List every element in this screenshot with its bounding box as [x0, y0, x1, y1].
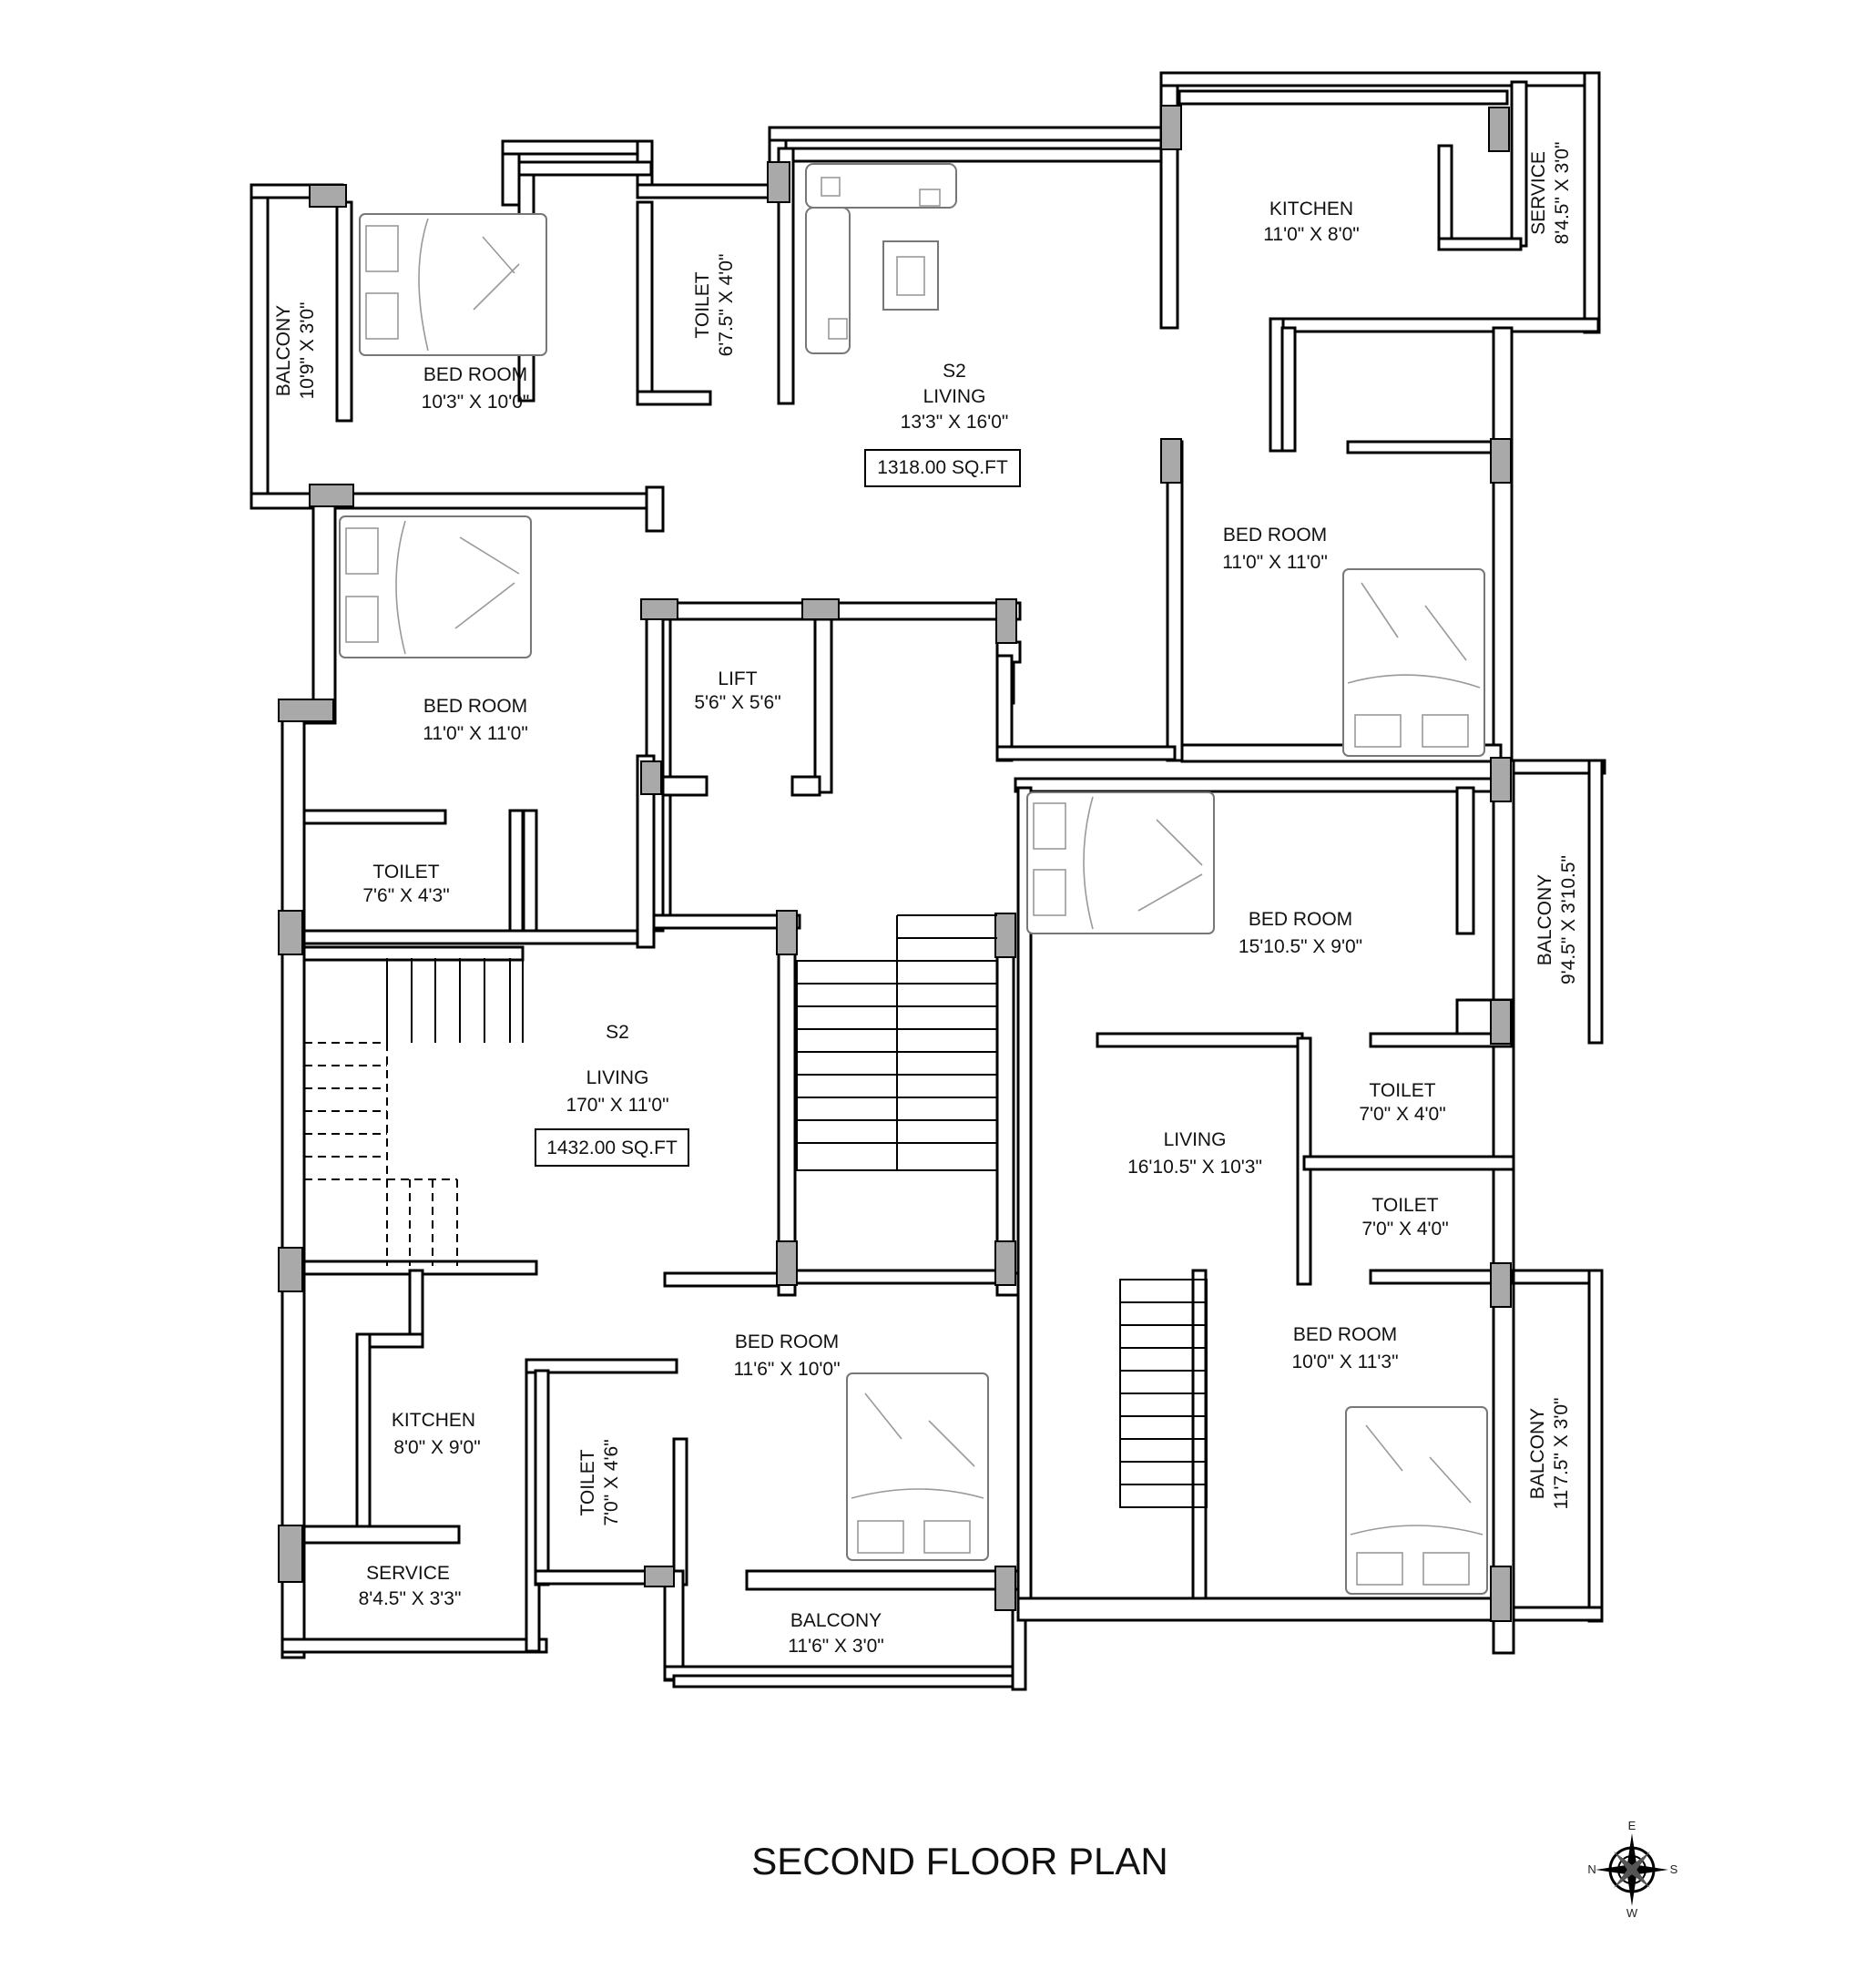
room-size: 11'0" X 11'0" [1222, 552, 1328, 573]
stairs-west [304, 958, 524, 1266]
room-name: BED ROOM [1249, 909, 1352, 930]
room-size: 11'6" X 3'0" [788, 1636, 883, 1657]
room-size: 7'6" X 4'3" [362, 885, 449, 906]
stairs-central [796, 914, 998, 1171]
area-box [535, 1128, 689, 1167]
room-size: 7'0" X 4'0" [1361, 1219, 1448, 1240]
compass-icon: N S E W [1587, 1819, 1677, 1920]
room-name: LIVING [923, 386, 986, 407]
unit-name: S2 [943, 361, 966, 382]
room-size: 10'9" X 3'0" [297, 302, 318, 400]
room-labels: BALCONY 10'9" X 3'0" BED ROOM 10'3" X 10… [273, 142, 1579, 1657]
bed-icon [1345, 1406, 1488, 1595]
area-box [864, 449, 1021, 487]
stairs-east [1119, 1279, 1208, 1508]
bed-icon [846, 1372, 989, 1561]
area-value: 1318.00 SQ.FT [877, 457, 1008, 478]
room-name: SERVICE [1528, 151, 1549, 235]
room-size: 16'10.5" X 10'3" [1127, 1157, 1262, 1178]
room-name: BALCONY [273, 305, 294, 396]
room-size: 13'3" X 16'0" [901, 412, 1009, 433]
room-name: LIFT [718, 668, 757, 689]
room-size: 7'0" X 4'6" [601, 1439, 622, 1525]
room-name: BED ROOM [423, 696, 527, 717]
room-size: 8'4.5" X 3'3" [359, 1588, 462, 1609]
sofa-icon [805, 163, 957, 354]
compass-w: W [1626, 1906, 1638, 1920]
bed-icon [339, 515, 532, 658]
room-name: BALCONY [1534, 874, 1555, 965]
room-name: LIVING [1164, 1129, 1227, 1150]
room-name: TOILET [1371, 1195, 1438, 1216]
room-name: LIVING [586, 1067, 649, 1088]
room-name: TOILET [1369, 1080, 1435, 1101]
room-size: 5'6" X 5'6" [694, 692, 780, 713]
bed-icon [359, 213, 547, 356]
room-name: BALCONY [1527, 1408, 1548, 1499]
room-name: SERVICE [366, 1563, 450, 1584]
room-name: BED ROOM [423, 364, 527, 385]
bed-icon [1342, 568, 1485, 757]
room-size: 15'10.5" X 9'0" [1239, 936, 1362, 957]
bed-icon [1026, 791, 1215, 934]
room-name: TOILET [577, 1449, 598, 1515]
area-value: 1432.00 SQ.FT [546, 1138, 678, 1158]
room-size: 9'4.5" X 3'10.5" [1558, 855, 1579, 984]
columns [278, 105, 1512, 1622]
room-size: 10'3" X 10'0" [422, 392, 530, 413]
room-name: TOILET [372, 862, 439, 882]
room-size: 11'6" X 10'0" [733, 1359, 840, 1380]
room-size: 11'0" X 8'0" [1263, 224, 1359, 245]
unit-name: S2 [606, 1022, 629, 1043]
room-name: BALCONY [790, 1610, 882, 1631]
compass-n: N [1587, 1862, 1596, 1876]
room-size: 11'7.5" X 3'0" [1551, 1398, 1572, 1510]
room-size: 8'0" X 9'0" [393, 1437, 480, 1458]
room-size: 6'7.5" X 4'0" [716, 254, 737, 357]
room-name: BED ROOM [735, 1331, 839, 1352]
room-size: 170" X 11'0" [566, 1095, 668, 1116]
room-name: TOILET [692, 271, 713, 338]
room-name: KITCHEN [392, 1410, 475, 1431]
room-size: 7'0" X 4'0" [1359, 1104, 1445, 1125]
plan-title: SECOND FLOOR PLAN [751, 1840, 1167, 1882]
compass-s: S [1670, 1862, 1678, 1876]
room-size: 8'4.5" X 3'0" [1552, 142, 1573, 245]
room-name: KITCHEN [1269, 199, 1353, 219]
room-name: BED ROOM [1223, 525, 1327, 546]
room-name: BED ROOM [1293, 1324, 1397, 1345]
room-size: 11'0" X 11'0" [423, 723, 528, 744]
room-size: 10'0" X 11'3" [1291, 1352, 1398, 1372]
compass-e: E [1628, 1819, 1636, 1832]
